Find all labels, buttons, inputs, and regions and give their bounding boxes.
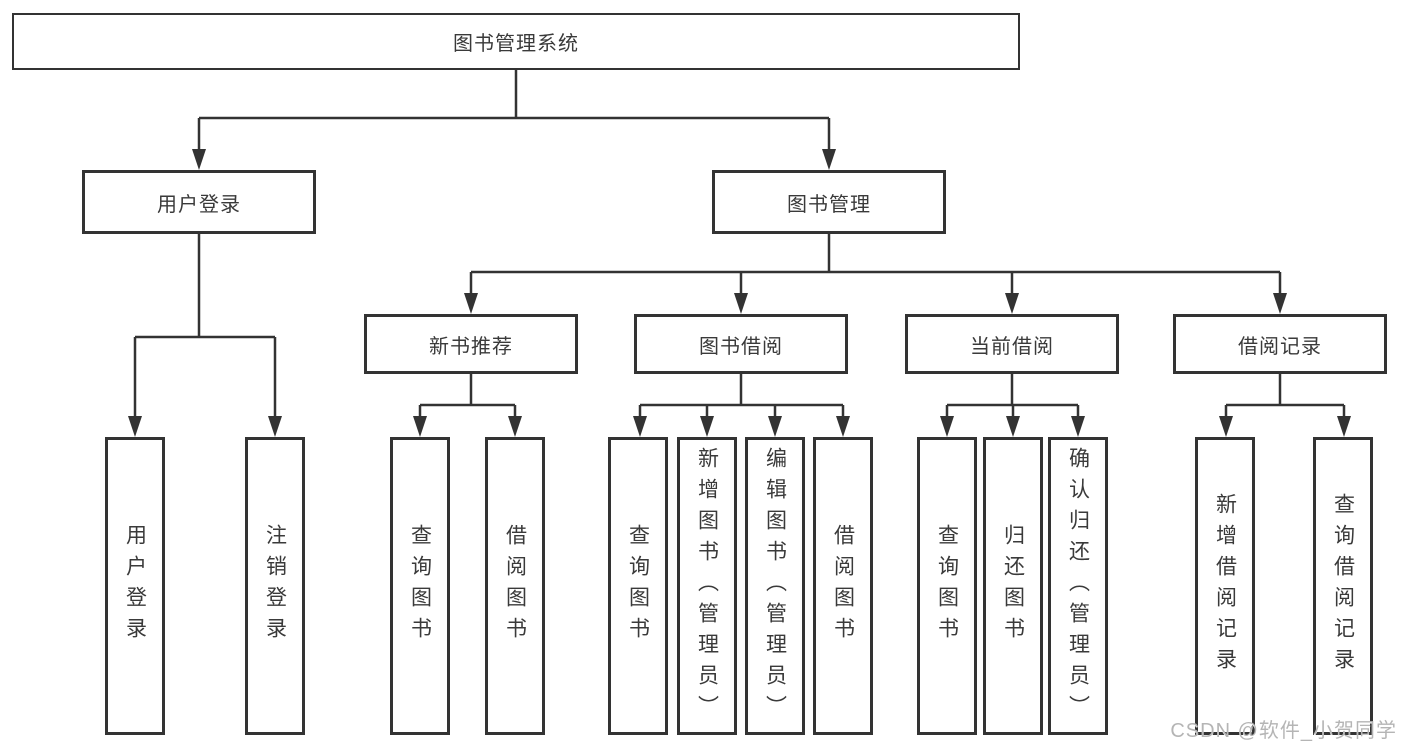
node-root-system: 图书管理系统	[12, 13, 1020, 70]
node-book-borrow: 图书借阅	[634, 314, 848, 374]
leaf-borrow-books-recommend: 借阅图书	[485, 437, 545, 735]
leaf-user-login: 用户登录	[105, 437, 165, 735]
leaf-borrow-books: 借阅图书	[813, 437, 873, 735]
node-book-management: 图书管理	[712, 170, 946, 234]
node-current-borrow: 当前借阅	[905, 314, 1119, 374]
leaf-confirm-return-admin: 确认归还（管理员）	[1048, 437, 1108, 735]
node-user-login: 用户登录	[82, 170, 316, 234]
leaf-query-books-current: 查询图书	[917, 437, 977, 735]
leaf-add-borrow-record: 新增借阅记录	[1195, 437, 1255, 735]
leaf-add-books-admin: 新增图书（管理员）	[677, 437, 737, 735]
leaf-logout: 注销登录	[245, 437, 305, 735]
node-borrow-records: 借阅记录	[1173, 314, 1387, 374]
leaf-return-books: 归还图书	[983, 437, 1043, 735]
leaf-query-borrow-record: 查询借阅记录	[1313, 437, 1373, 735]
node-new-book-recommend: 新书推荐	[364, 314, 578, 374]
leaf-query-books-recommend: 查询图书	[390, 437, 450, 735]
leaf-edit-books-admin: 编辑图书（管理员）	[745, 437, 805, 735]
csdn-watermark: CSDN @软件_小贺同学	[1170, 720, 1397, 742]
leaf-query-books-borrow: 查询图书	[608, 437, 668, 735]
